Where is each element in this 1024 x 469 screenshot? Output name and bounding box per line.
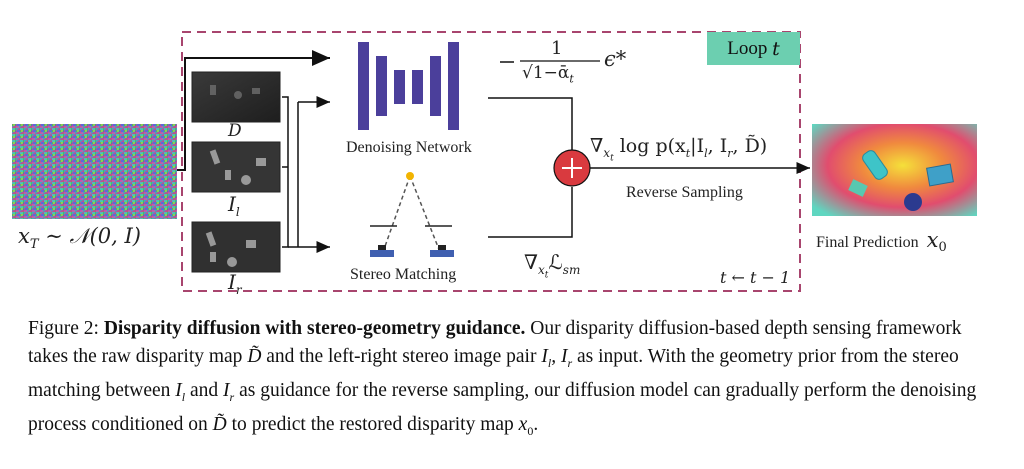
caption-pair-r: r bbox=[567, 355, 573, 370]
loop-label: Loop bbox=[727, 37, 768, 59]
caption-title: Disparity diffusion with stereo-geometry… bbox=[103, 318, 526, 339]
eps-denominator-sub: t bbox=[569, 72, 574, 86]
caption-x: x bbox=[518, 413, 528, 435]
input-label: xT ∼ 𝒩(0, I) bbox=[18, 224, 141, 252]
score-comma: , I bbox=[707, 135, 728, 157]
caption-line2: sensing framework takes the raw disparit… bbox=[28, 318, 962, 367]
stereo-matching-icon bbox=[370, 172, 454, 257]
eps-numerator: 1 bbox=[551, 38, 563, 59]
score-sub-t: t bbox=[610, 153, 614, 164]
final-prediction-text: Final Prediction bbox=[816, 234, 919, 251]
left-image-label-main: I bbox=[228, 192, 236, 216]
caption-il-sub: l bbox=[181, 389, 186, 404]
score-term: ∇xt log p(xt|Il, Ir, D̃) bbox=[590, 135, 767, 163]
caption-pair-i: I bbox=[541, 346, 548, 367]
left-image-label: Il bbox=[228, 192, 240, 219]
thumbs-bracket bbox=[282, 96, 289, 248]
right-image-label-main: I bbox=[228, 270, 236, 294]
right-image-label-sub: r bbox=[235, 283, 242, 297]
raw-disparity-objects bbox=[210, 85, 260, 99]
score-log: log p(x bbox=[613, 135, 686, 157]
loop-label-box: Loop t bbox=[707, 32, 800, 65]
left-image-thumb bbox=[191, 141, 281, 193]
eps-denominator: √1−ᾱt bbox=[522, 63, 574, 85]
left-image-objects bbox=[209, 149, 266, 185]
caption-prefix: Figure 2: bbox=[28, 318, 104, 339]
eps-star: ϵ* bbox=[604, 47, 627, 71]
caption-pair-l: l bbox=[547, 355, 552, 370]
caption-ir: I bbox=[223, 379, 230, 401]
input-var: x bbox=[18, 224, 30, 248]
caption-line2b: and the left-right stereo image pair bbox=[261, 346, 542, 367]
stereo-matching-label: Stereo Matching bbox=[350, 266, 457, 283]
reverse-sampling-label: Reverse Sampling bbox=[626, 184, 743, 201]
caption-il: I bbox=[175, 379, 182, 401]
final-var: x bbox=[926, 228, 939, 252]
input-to-thumbs-line bbox=[177, 50, 330, 171]
noise-image bbox=[12, 124, 177, 219]
caption-sym-d: D̃ bbox=[247, 346, 262, 367]
input-dist: ∼ 𝒩(0, I) bbox=[38, 224, 141, 248]
caption-x-sub: 0 bbox=[527, 423, 534, 438]
caption-line3: With the geometry prior from the stereo … bbox=[28, 346, 959, 401]
caption-line4: sampling, our diffusion model can gradua… bbox=[28, 379, 977, 435]
guide-sub-t: t bbox=[544, 270, 549, 281]
loop-update-label: t ← t − 1 bbox=[720, 268, 791, 287]
score-sub-x: x bbox=[603, 145, 611, 160]
denoising-network-icon bbox=[358, 42, 459, 130]
caption-pair-comma: , I bbox=[551, 346, 568, 367]
score-l: l bbox=[704, 146, 708, 160]
score-xt: t bbox=[685, 146, 691, 160]
figure-caption: Figure 2: Disparity diffusion with stere… bbox=[28, 315, 988, 445]
final-prediction-image bbox=[812, 124, 977, 216]
raw-disparity-label: D̃ bbox=[228, 121, 242, 141]
caption-line3-rest: as guidance for the reverse bbox=[234, 379, 449, 401]
final-prediction-label: Final Prediction x0 bbox=[816, 228, 947, 255]
left-image-label-sub: l bbox=[235, 205, 240, 219]
guide-grad: ∇ bbox=[524, 250, 538, 274]
score-r: r bbox=[727, 146, 733, 160]
final-prediction-objects bbox=[848, 150, 954, 211]
thumbs-to-stereo-line bbox=[288, 102, 330, 247]
score-sub: xt bbox=[603, 145, 614, 164]
caption-line3-and: and bbox=[185, 379, 224, 401]
caption-line5-end: . bbox=[533, 413, 539, 435]
input-sub: T bbox=[29, 237, 39, 253]
caption-line1-rest: Our disparity diffusion-based depth bbox=[525, 318, 808, 339]
right-image-objects bbox=[205, 231, 256, 267]
score-grad: ∇ bbox=[590, 135, 604, 157]
final-sub: 0 bbox=[938, 240, 947, 256]
guide-Lsub: sm bbox=[562, 263, 581, 277]
score-given: |I bbox=[690, 135, 705, 157]
network-to-sum-line bbox=[488, 97, 573, 150]
caption-line4-to: to bbox=[226, 413, 247, 435]
loop-var: t bbox=[772, 37, 780, 60]
diagram-canvas bbox=[12, 31, 977, 292]
guide-L: ℒ bbox=[548, 250, 563, 274]
guide-sub-x: x bbox=[537, 263, 545, 277]
caption-line5: predict the restored disparity map bbox=[251, 413, 519, 435]
guidance-term: ∇xtℒsm bbox=[524, 250, 580, 280]
stereo-to-sum-line bbox=[488, 187, 573, 238]
score-end: , D̃) bbox=[732, 135, 768, 157]
denoising-network-label: Denoising Network bbox=[346, 139, 472, 156]
caption-line2c: as input. bbox=[572, 346, 644, 367]
eps-denominator-main: √1−ᾱ bbox=[522, 63, 570, 83]
caption-ir-sub: r bbox=[229, 389, 235, 404]
sum-node bbox=[553, 149, 591, 187]
caption-d2: D̃ bbox=[212, 413, 227, 435]
right-image-label: Ir bbox=[228, 270, 242, 297]
guide-sub: xt bbox=[537, 263, 549, 281]
loop-border bbox=[181, 31, 801, 292]
